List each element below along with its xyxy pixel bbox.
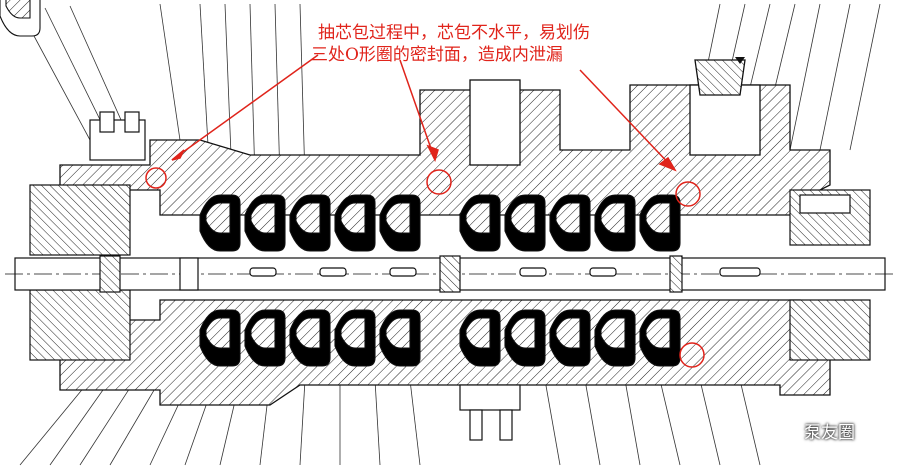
watermark-text: 泵友圈 (804, 423, 855, 443)
leader-lines (19, 3, 881, 466)
pump-casing (59, 59, 831, 406)
watermark: 泵友圈 (772, 418, 855, 443)
bearing-housing-right (789, 189, 871, 361)
seal-circle-right (675, 181, 701, 207)
seal-circle-left (145, 167, 167, 189)
foot-bolts (459, 384, 521, 441)
wechat-icon (772, 420, 798, 441)
seal-circle-lower (679, 342, 705, 368)
annotation-line-1: 抽芯包过程中，芯包不水平，易划伤 (318, 23, 590, 43)
direction-arrow-icon (735, 57, 745, 64)
pump-shaft (5, 255, 895, 293)
annotation-markers (145, 54, 705, 368)
annotation-line-2: 三处O形圈的密封面，造成内泄漏 (311, 45, 563, 65)
bearing-housing-left (29, 111, 146, 361)
leakage-annotation: 抽芯包过程中，芯包不水平，易划伤 三处O形圈的密封面，造成内泄漏 (311, 22, 590, 66)
seal-circle-middle (426, 169, 452, 195)
impeller-stages (0, 0, 41, 37)
